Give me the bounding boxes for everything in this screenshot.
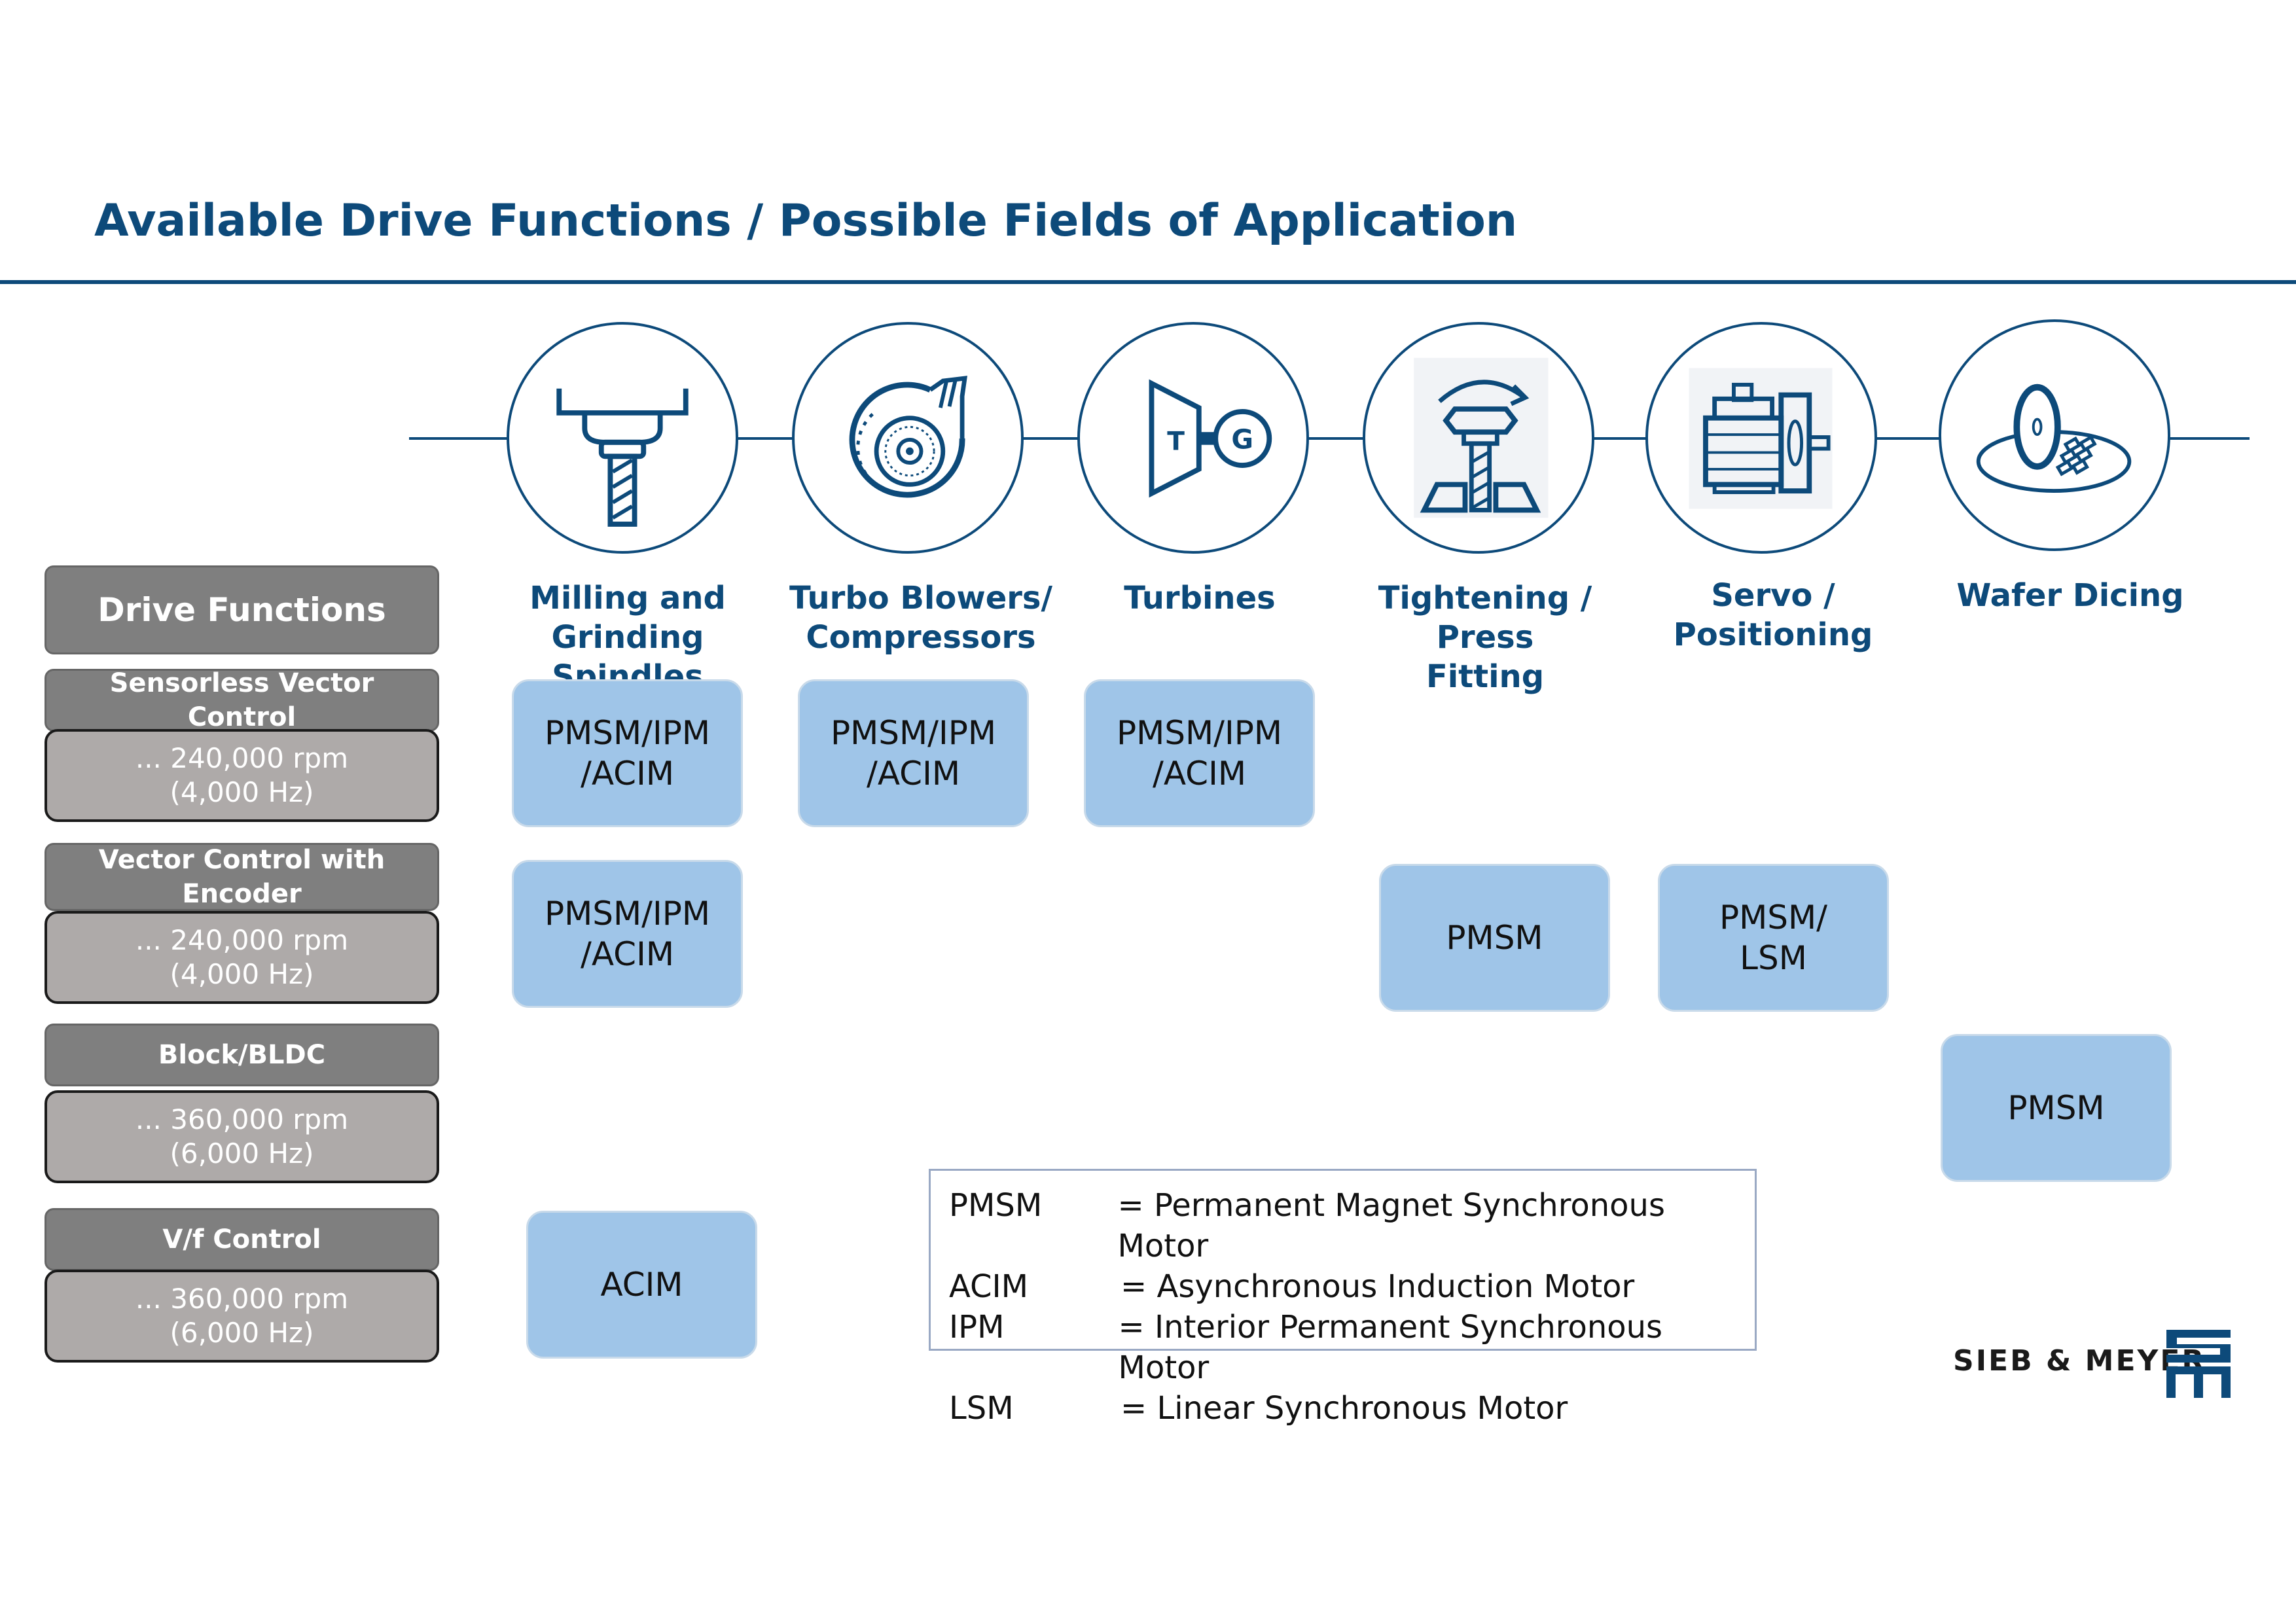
svg-text:G: G: [1231, 424, 1253, 455]
motor-box-milling-vf: ACIM: [526, 1211, 757, 1359]
legend-description: = Linear Synchronous Motor: [1121, 1390, 1568, 1427]
motor-box-milling-encoder: PMSM/IPM/ACIM: [512, 860, 743, 1008]
motor-box-tightening-encoder: PMSM: [1379, 864, 1610, 1012]
drive-function-speed-range: ... 240,000 rpm(4,000 Hz): [45, 911, 439, 1004]
motor-box-wafer-block: PMSM: [1941, 1034, 2172, 1182]
legend-description: = Interior Permanent Synchronous Motor: [1118, 1309, 1663, 1386]
svg-text:T: T: [1167, 427, 1185, 457]
page-title: Available Drive Functions / Possible Fie…: [94, 195, 1518, 247]
legend-description: = Permanent Magnet Synchronous Motor: [1117, 1187, 1665, 1264]
motor-box-turbines-sensorless: PMSM/IPM/ACIM: [1084, 679, 1315, 827]
drive-function-sensorless-vector-control: Sensorless Vector Control: [45, 668, 439, 732]
application-label-wafer-dicing: Wafer Dicing: [1956, 577, 2184, 614]
drive-function-vector-control-encoder: Vector Control with Encoder: [45, 843, 439, 911]
company-logo-text: SIEB & MEYER: [1953, 1344, 2206, 1378]
drive-function-vf-control: V/f Control: [45, 1208, 439, 1271]
application-label-turbines: Turbines: [1124, 580, 1276, 616]
application-label-servo: Servo /Positioning: [1673, 577, 1873, 653]
legend-abbreviation: LSM: [949, 1390, 1014, 1427]
spindle-icon: [507, 322, 738, 554]
motor-box-servo-encoder: PMSM/LSM: [1658, 864, 1889, 1012]
application-connector-line: [409, 437, 2250, 440]
sieb-meyer-logo-icon: [2166, 1330, 2231, 1398]
legend-abbreviation: ACIM: [949, 1268, 1029, 1305]
legend-item: IPM = Interior Permanent Synchronous Mot…: [949, 1307, 1755, 1388]
motor-box-milling-sensorless: PMSM/IPM/ACIM: [512, 679, 743, 827]
servo-motor-icon: [1645, 322, 1877, 554]
title-divider: [0, 280, 2296, 284]
turbo-blower-icon: [792, 322, 1024, 554]
drive-function-block-bldc: Block/BLDC: [45, 1024, 439, 1086]
wafer-dicing-icon: [1939, 319, 2170, 551]
turbine-generator-icon: T G: [1077, 322, 1309, 554]
motor-box-turbo-sensorless: PMSM/IPM/ACIM: [798, 679, 1029, 827]
legend-item: LSM = Linear Synchronous Motor: [949, 1388, 1755, 1429]
legend-abbreviation: IPM: [949, 1309, 1005, 1346]
drive-function-speed-range: ... 240,000 rpm(4,000 Hz): [45, 729, 439, 822]
application-label-turbo-blowers: Turbo Blowers/Compressors: [789, 580, 1053, 656]
legend-item: PMSM = Permanent Magnet Synchronous Moto…: [949, 1185, 1755, 1266]
press-fitting-icon: [1363, 322, 1594, 554]
legend-description: = Asynchronous Induction Motor: [1121, 1268, 1635, 1305]
drive-function-speed-range: ... 360,000 rpm(6,000 Hz): [45, 1270, 439, 1363]
drive-function-speed-range: ... 360,000 rpm(6,000 Hz): [45, 1090, 439, 1183]
motor-abbreviation-legend: PMSM = Permanent Magnet Synchronous Moto…: [929, 1169, 1757, 1427]
legend-item: ACIM = Asynchronous Induction Motor: [949, 1266, 1755, 1307]
drive-functions-header: Drive Functions: [45, 565, 439, 654]
legend-abbreviation: PMSM: [949, 1187, 1043, 1224]
